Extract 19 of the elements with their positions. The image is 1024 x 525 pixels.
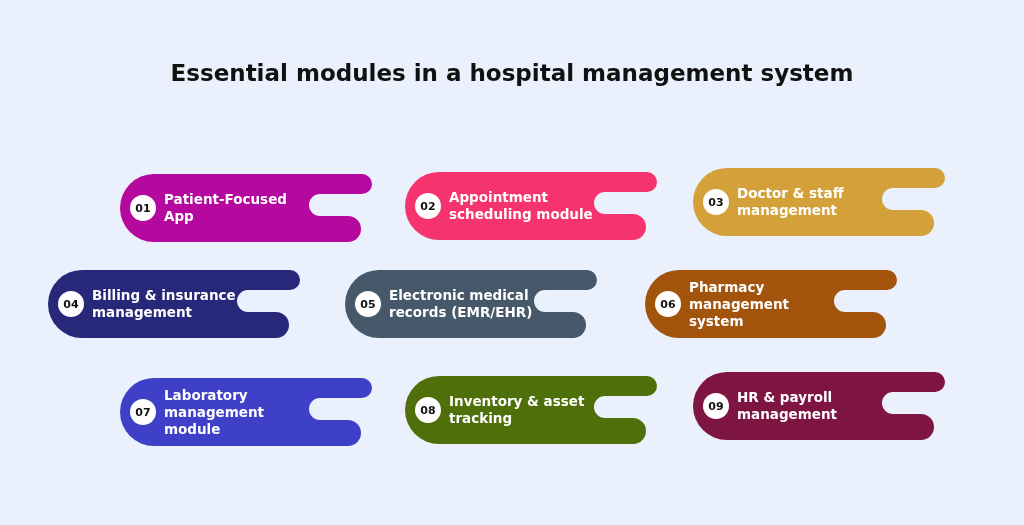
- module-name: Laboratory management module: [164, 385, 265, 439]
- module-card: [48, 270, 300, 338]
- module-card: [405, 172, 657, 240]
- module-card: [120, 378, 372, 446]
- module-card: [693, 168, 945, 236]
- module-card: [693, 372, 945, 440]
- module-name: Doctor & staff management: [737, 184, 845, 220]
- module-name: Pharmacy management system: [689, 277, 790, 331]
- module-name: Billing & insurance management: [92, 286, 237, 322]
- module-card: [405, 376, 657, 444]
- page-title: Essential modules in a hospital management system: [169, 60, 855, 86]
- module-card: [120, 174, 372, 242]
- module-name: HR & payroll management: [737, 388, 838, 424]
- module-name: Appointment scheduling module: [449, 188, 594, 224]
- module-card: [645, 270, 897, 338]
- module-name: Inventory & asset tracking: [449, 392, 586, 428]
- module-card: [345, 270, 597, 338]
- module-name: Patient-Focused App: [164, 190, 288, 226]
- module-name: Electronic medical records (EMR/EHR): [389, 286, 534, 322]
